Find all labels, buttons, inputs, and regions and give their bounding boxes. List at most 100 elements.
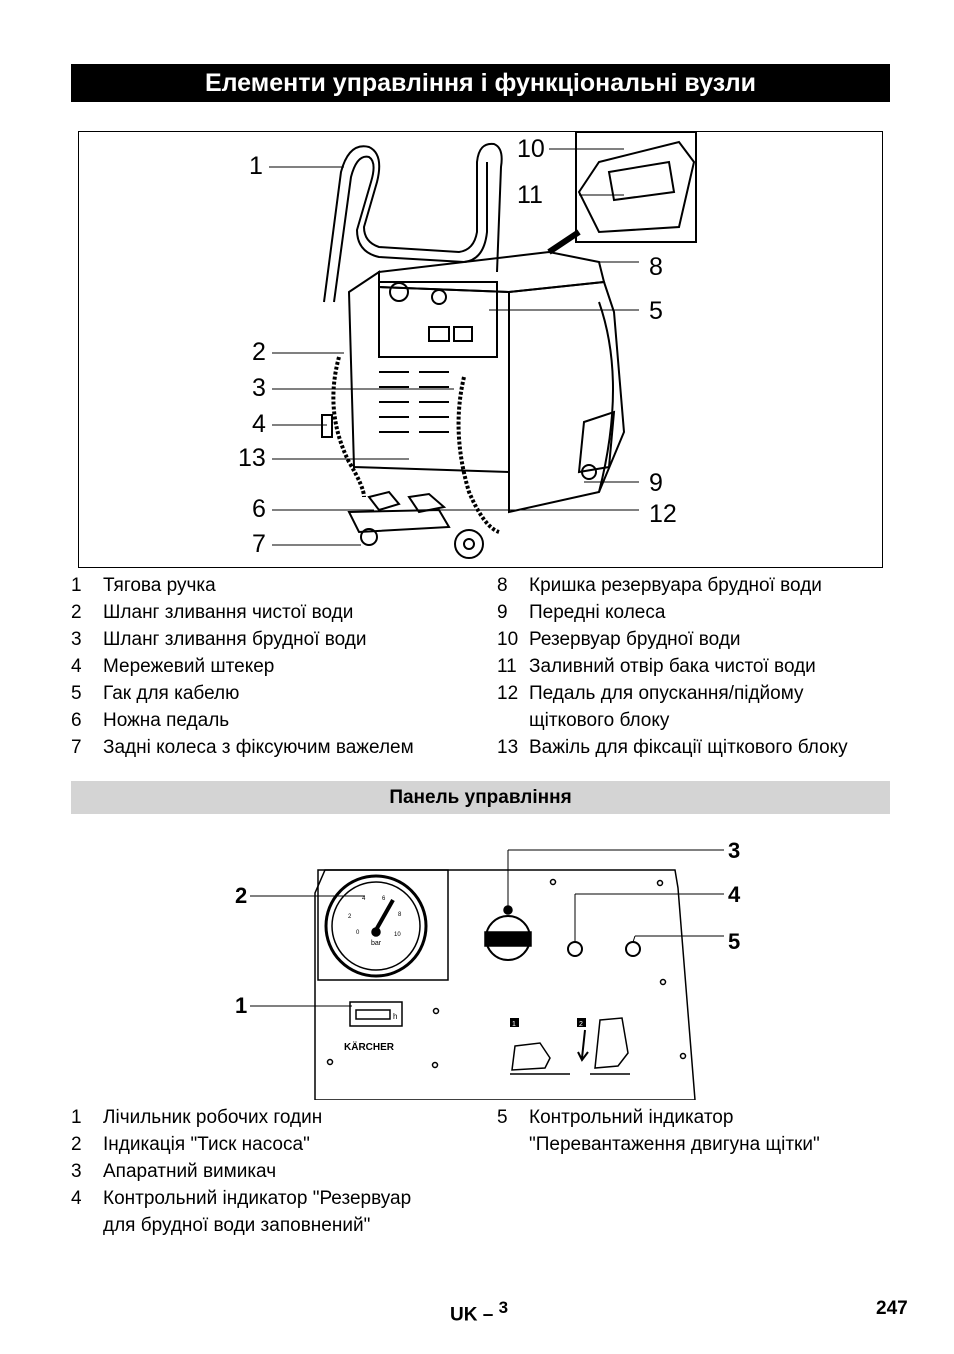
gauge-tick: 2 [348,914,352,920]
gauge-tick: 10 [394,932,401,938]
legend-item: 4 Контрольний індикатор "Резервуар для бру… [71,1185,491,1239]
legend-text-line2: "Перевантаження двигуна щітки" [529,1134,820,1155]
gauge-unit: bar [371,940,382,947]
legend-text: Апаратний вимикач [103,1161,277,1182]
legend-right: 8 Кришка резервуара брудної води 9 Передні… [497,572,897,761]
legend-text: Контрольний індикатор "Перевантаження дви… [529,1104,897,1158]
legend-text: Мережевий штекер [103,656,275,677]
legend-item: 4 Мережевий штекер [71,653,491,680]
legend-text: Важіль для фіксації щіткового блоку [529,737,848,758]
panel-callout-3: 3 [728,838,741,863]
callout-4: 4 [252,410,266,438]
legend-text: Шланг зливання чистої води [103,602,354,623]
legend-num: 6 [71,710,82,731]
legend-text-line1: Контрольний індикатор [529,1107,734,1128]
legend2-right: 5 Контрольний індикатор "Перевантаження дв… [497,1104,897,1158]
legend-num: 9 [497,602,508,623]
callout-3: 3 [252,374,266,402]
step-label-1: 1 [512,1021,516,1028]
legend-num: 11 [497,656,517,677]
page-title: Елементи управління і функціональні вузл… [71,64,890,102]
footer-lang-page-number: 3 [498,1298,509,1317]
legend-item: 9 Передні колеса [497,599,897,626]
machine-figure: 1 2 3 4 13 6 7 10 11 8 5 9 12 [78,131,883,568]
gauge-tick: 6 [382,896,386,902]
legend-num: 4 [71,656,82,677]
callout-7: 7 [252,530,266,558]
legend-num: 7 [71,737,82,758]
panel-callout-4: 4 [728,882,741,907]
step-label-2: 2 [579,1021,583,1028]
callout-10: 10 [517,135,545,163]
legend-num: 3 [71,1161,82,1182]
legend-num: 4 [71,1188,82,1209]
legend-text: Шланг зливання брудної води [103,629,367,650]
legend-item: 5 Гак для кабелю [71,680,491,707]
callout-6: 6 [252,495,266,523]
legend-text-line1: Контрольний індикатор "Резервуар [103,1188,412,1209]
legend-num: 2 [71,1134,82,1155]
footer-dash: – [482,1304,494,1326]
callout-13: 13 [238,444,266,472]
legend-text: Передні колеса [529,602,666,623]
legend-text: Лічильник робочих годин [103,1107,323,1128]
machine-illustration [269,132,697,559]
legend-text: Індикація "Тиск насоса" [103,1134,310,1155]
gauge-tick: 8 [398,912,402,918]
panel-callout-2: 2 [235,883,248,908]
callout-5: 5 [649,297,663,325]
gauge-tick: 0 [356,930,360,936]
legend-num: 13 [497,737,519,758]
legend-num: 5 [71,683,82,704]
legend-num: 5 [497,1107,508,1128]
legend-text: Ножна педаль [103,710,230,731]
legend-num: 1 [71,575,82,596]
panel-callout-1: 1 [235,993,248,1018]
legend-item: 2 Шланг зливання чистої води [71,599,491,626]
footer-lang-page: UK – 3 [450,1298,508,1326]
callout-12: 12 [649,500,677,528]
legend-item: 11 Заливний отвір бака чистої води [497,653,897,680]
legend-num: 12 [497,683,519,704]
legend-num: 10 [497,629,519,650]
legend-item: 5 Контрольний індикатор "Перевантаження дв… [497,1104,897,1158]
legend-item: 6 Ножна педаль [71,707,491,734]
legend-item: 7 Задні колеса з фіксуючим важелем [71,734,491,761]
legend-text: Гак для кабелю [103,683,240,704]
panel-callout-5: 5 [728,929,741,954]
control-panel-illustration: bar 0 2 4 6 8 10 h KÄRCHER 1 2 [250,849,724,1100]
callout-9: 9 [649,469,663,497]
legend-text: Задні колеса з фіксуючим важелем [103,737,414,758]
legend-text: Тягова ручка [103,575,216,596]
legend-text: Кришка резервуара брудної води [529,575,822,596]
legend-item: 3 Апаратний вимикач [71,1158,491,1185]
legend-text: Контрольний індикатор "Резервуар для бруд… [103,1185,491,1239]
legend-text: Заливний отвір бака чистої води [529,656,816,677]
legend-num: 1 [71,1107,82,1128]
legend-text-line2: для брудної води заповнений" [103,1215,371,1236]
footer-lang: UK [450,1304,478,1326]
legend-item: 12 Педаль для опускання/підйому щіткового … [497,680,897,734]
counter-unit: h [393,1012,397,1021]
callout-2: 2 [252,338,266,366]
legend-num: 3 [71,629,82,650]
brand-logo: KÄRCHER [344,1040,395,1053]
legend-text-line2: щіткового блоку [529,710,670,731]
legend-text: Педаль для опускання/підйому щіткового бл… [529,680,897,734]
legend-num: 8 [497,575,508,596]
legend-text: Резервуар брудної води [529,629,741,650]
legend-item: 10 Резервуар брудної води [497,626,897,653]
legend-num: 2 [71,602,82,623]
legend-text-line1: Педаль для опускання/підйому [529,683,804,704]
legend-item: 8 Кришка резервуара брудної води [497,572,897,599]
legend-item: 1 Тягова ручка [71,572,491,599]
legend-item: 13 Важіль для фіксації щіткового блоку [497,734,897,761]
callout-1: 1 [249,152,263,180]
legend-item: 3 Шланг зливання брудної води [71,626,491,653]
legend-item: 2 Індикація "Тиск насоса" [71,1131,491,1158]
legend-left: 1 Тягова ручка 2 Шланг зливання чистої вод… [71,572,491,761]
legend2-left: 1 Лічильник робочих годин 2 Індикація "Тис… [71,1104,491,1239]
callout-11: 11 [517,181,543,209]
callout-8: 8 [649,253,663,281]
section-heading: Панель управління [71,781,890,814]
